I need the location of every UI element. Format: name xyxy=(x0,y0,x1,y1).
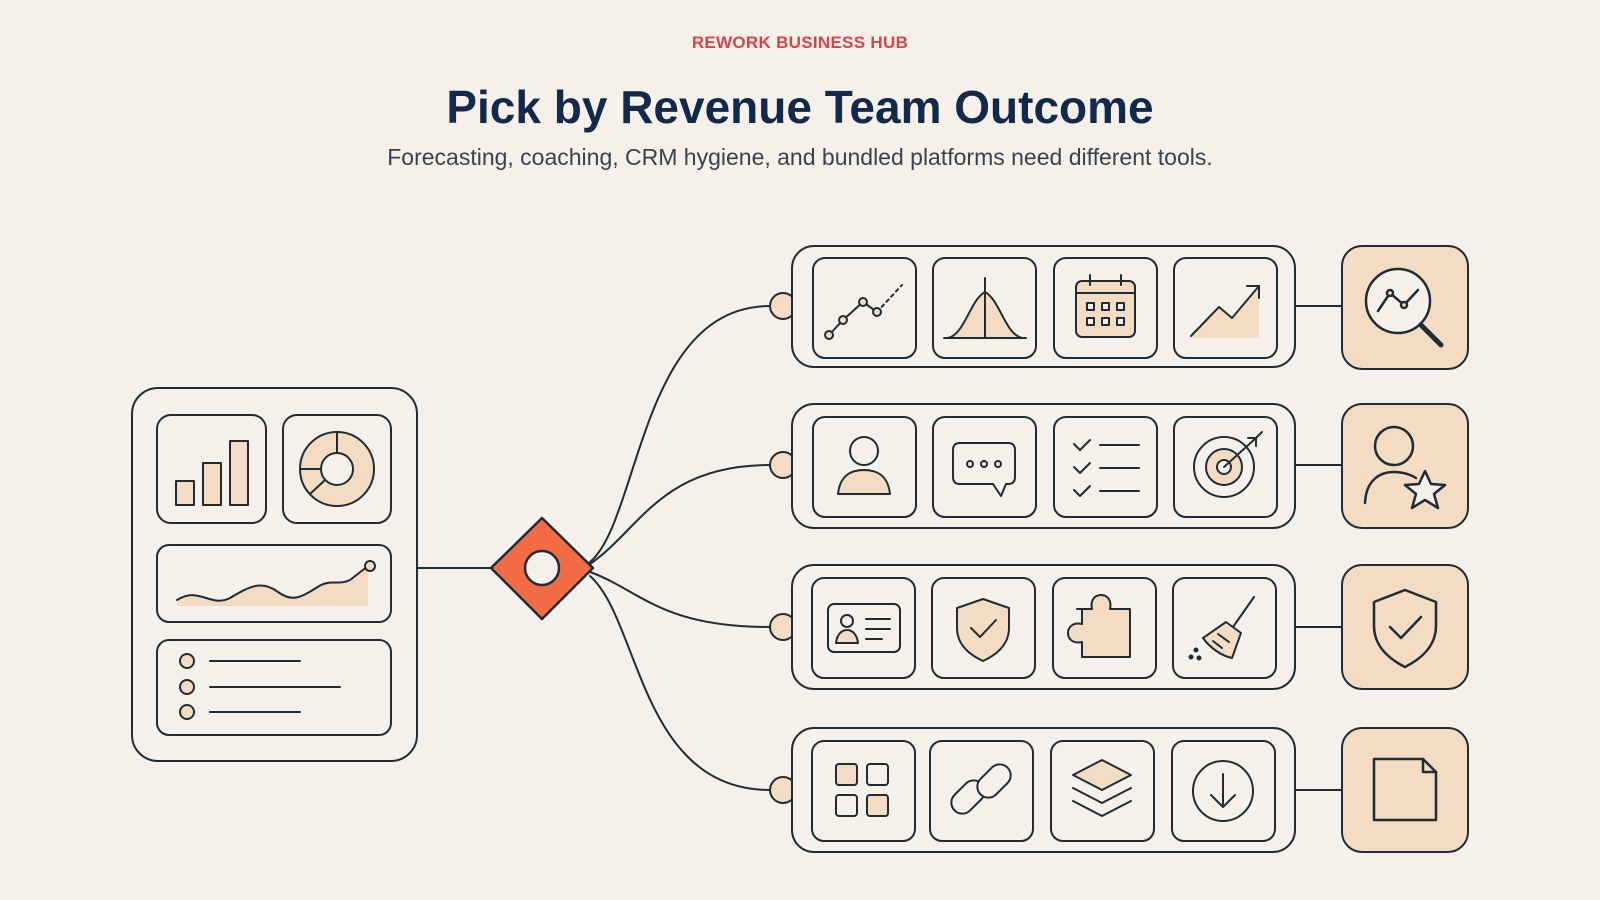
link-icon xyxy=(929,740,1034,842)
person-icon xyxy=(812,416,917,518)
line-chart-icon xyxy=(812,257,917,359)
connector-row-3 xyxy=(589,571,785,628)
bar-chart-icon xyxy=(156,414,267,524)
diamond-hub-icon xyxy=(489,516,595,621)
broom-icon xyxy=(1172,577,1277,679)
magnifier-trend-icon xyxy=(1364,267,1444,348)
outcome-crm-hygiene xyxy=(1341,564,1469,690)
chat-bubble-icon xyxy=(932,416,1037,518)
id-card-icon xyxy=(811,577,916,679)
trend-line-icon xyxy=(156,544,392,623)
tool-row-crm-hygiene xyxy=(769,564,1296,690)
tool-row-bundled-platforms xyxy=(769,727,1296,853)
source-panel xyxy=(131,387,418,762)
person-star-icon xyxy=(1363,425,1447,510)
tool-row-forecasting xyxy=(769,245,1296,368)
shield-check-icon xyxy=(1372,588,1438,669)
tool-row-coaching xyxy=(769,403,1296,529)
calendar-icon xyxy=(1053,257,1158,359)
outcome-coaching xyxy=(1341,403,1469,529)
connector-row-2 xyxy=(589,464,785,565)
outcome-bundled-platforms xyxy=(1341,727,1469,853)
connector-row-1 xyxy=(589,305,785,563)
page-title: Pick by Revenue Team Outcome xyxy=(446,81,1154,133)
page-subtitle: Forecasting, coaching, CRM hygiene, and … xyxy=(387,144,1213,170)
outcome-forecasting xyxy=(1341,245,1469,370)
eyebrow-label: REWORK BUSINESS HUB xyxy=(691,33,909,52)
checklist-icon xyxy=(1053,416,1158,518)
bullet-list-icon xyxy=(156,639,392,736)
layers-icon xyxy=(1050,740,1155,842)
connectors xyxy=(417,305,1343,791)
connector-row-4 xyxy=(589,575,785,791)
growth-area-icon xyxy=(1173,257,1278,359)
download-icon xyxy=(1171,740,1276,842)
donut-chart-icon xyxy=(282,414,392,524)
document-icon xyxy=(1372,757,1438,822)
shield-check-icon xyxy=(931,577,1036,679)
puzzle-icon xyxy=(1052,577,1157,679)
target-icon xyxy=(1173,416,1278,518)
app-grid-icon xyxy=(811,740,916,842)
bell-curve-icon xyxy=(932,257,1037,359)
